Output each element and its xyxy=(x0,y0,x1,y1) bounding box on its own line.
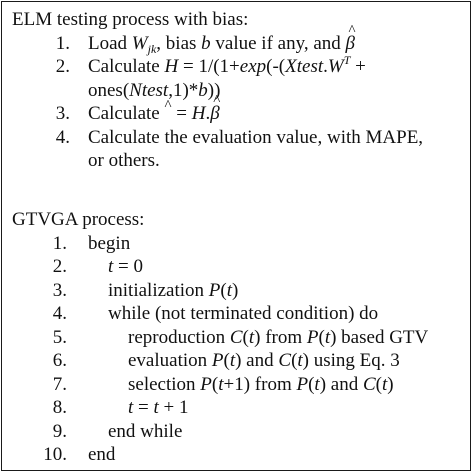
step-text: Calculate the evaluation value, with MAP… xyxy=(88,126,424,148)
step-text: reproduction C(t) from P(t) based GTV xyxy=(128,326,429,348)
step-text: Calculate H = 1/(1+exp(-(Xtest.WT + xyxy=(88,53,366,77)
step-number: 2. xyxy=(55,56,70,77)
step-text: end while xyxy=(108,420,183,442)
gtvga-step-4: 4. while (not terminated condition) do xyxy=(12,302,464,326)
step-number: 3. xyxy=(52,279,67,301)
step-text: while (not terminated condition) do xyxy=(108,303,379,324)
step-number: 1. xyxy=(52,232,67,254)
step-text: ones(Ntest,1)*b)) xyxy=(88,79,221,101)
step-text: Load Wjk, bias b value if any, and β xyxy=(88,20,356,56)
gtvga-step-10: 10. end xyxy=(12,443,464,467)
gtvga-step-1: 1. begin xyxy=(12,232,464,256)
step-text: Calculate ^ = H.β xyxy=(88,90,221,128)
gtvga-step-5: 5. reproduction C(t) from P(t) based GTV xyxy=(12,326,464,350)
gtvga-step-9: 9. end while xyxy=(12,420,464,444)
step-number: 9. xyxy=(52,420,67,442)
gtvga-step-8: 8. t = t + 1 xyxy=(12,396,464,420)
step-number: 8. xyxy=(52,397,67,418)
step-text: t = 0 xyxy=(108,256,143,277)
step-text: evaluation P(t) and C(t) using Eq. 3 xyxy=(128,350,400,371)
step-number: 4. xyxy=(52,303,67,324)
gtvga-step-3: 3. initialization P(t) xyxy=(12,279,464,303)
elm-step-4-cont: or others. xyxy=(12,149,464,173)
step-number: 10. xyxy=(43,444,67,465)
step-text: t = t + 1 xyxy=(128,397,189,418)
step-number: 6. xyxy=(52,350,67,371)
gtvga-step-2: 2. t = 0 xyxy=(12,255,464,279)
elm-step-1: 1. Load Wjk, bias b value if any, and β xyxy=(12,20,464,56)
step-text: begin xyxy=(88,232,131,254)
elm-title: ELM testing process with bias: xyxy=(12,9,249,30)
gtvga-step-7: 7. selection P(t+1) from P(t) and C(t) xyxy=(12,373,464,397)
step-text: or others. xyxy=(88,150,160,171)
step-text: initialization P(t) xyxy=(108,279,239,301)
step-number: 3. xyxy=(55,103,70,124)
step-number: 1. xyxy=(55,32,70,54)
elm-section: ELM testing process with bias: 1. Load W… xyxy=(12,8,464,173)
step-number: 2. xyxy=(52,256,67,277)
elm-step-2: 2. Calculate H = 1/(1+exp(-(Xtest.WT + xyxy=(12,53,464,79)
step-number: 4. xyxy=(55,126,70,148)
step-text: end xyxy=(88,444,116,465)
step-text: selection P(t+1) from P(t) and C(t) xyxy=(128,373,394,395)
elm-step-2-cont: ones(Ntest,1)*b)) xyxy=(12,79,464,103)
gtvga-section: GTVGA process: 1. begin 2. t = 0 3. init… xyxy=(12,208,464,467)
gtvga-title: GTVGA process: xyxy=(12,209,145,230)
elm-step-4: 4. Calculate the evaluation value, with … xyxy=(12,126,464,150)
step-number: 7. xyxy=(52,373,67,395)
elm-step-3: 3. Calculate ^ = H.β xyxy=(12,90,464,128)
step-number: 5. xyxy=(52,326,67,348)
gtvga-step-6: 6. evaluation P(t) and C(t) using Eq. 3 xyxy=(12,349,464,373)
